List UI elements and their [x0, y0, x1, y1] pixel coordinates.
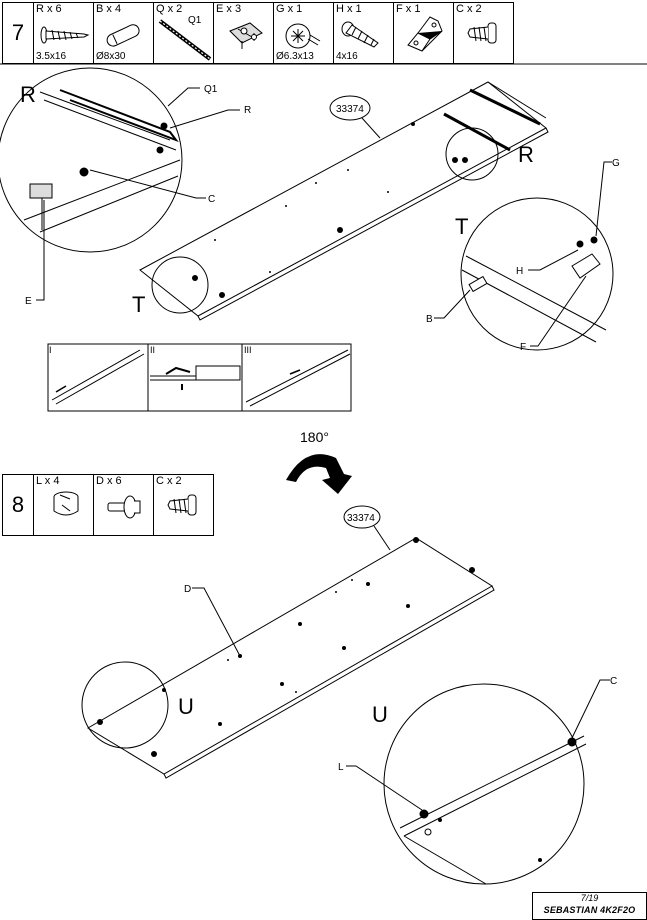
detail-circle-t [460, 197, 614, 351]
part-size: Ø8x30 [96, 51, 126, 62]
cam-lock-icon [53, 491, 79, 516]
part-label: C x 2 [456, 3, 482, 15]
callout-e: E [25, 296, 32, 307]
part-cell-d: D x 6 [93, 474, 154, 536]
sub-steps-strip [47, 343, 352, 412]
detail-u-label: U [372, 702, 388, 727]
rails-top [443, 88, 541, 152]
connector-bolt-icon [107, 495, 141, 519]
part-label: F x 1 [396, 3, 421, 15]
part-size: 3.5x16 [36, 51, 67, 62]
bracket-icon [407, 16, 443, 52]
part-label: D x 6 [96, 475, 122, 487]
detail-marker-t [151, 256, 209, 314]
pin-screw-icon [167, 494, 197, 516]
panel-code-label: 33374 [347, 513, 375, 524]
hinge-plate-icon [229, 22, 263, 49]
screw-head-icon [285, 23, 321, 49]
part-label: R x 6 [36, 3, 62, 15]
wood-screw-icon [40, 26, 90, 44]
callout-g: G [612, 158, 620, 169]
panel-bottom-holes [97, 537, 475, 757]
detail-r-callouts [36, 87, 240, 301]
detail-circle-u [383, 683, 585, 885]
part-label: Q x 2 [156, 3, 183, 15]
detail-r-content [23, 89, 181, 233]
callout-r: R [244, 105, 251, 116]
sub-step-ii: II [150, 345, 155, 355]
detail-circle-r [0, 67, 183, 253]
pin-screw-icon [467, 22, 497, 44]
detail-t-label-small: T [132, 292, 145, 317]
part-cell-e: E x 3 [213, 2, 274, 64]
detail-u-callouts [346, 679, 610, 811]
part-cell-l: L x 4 [33, 474, 94, 536]
sub-step-i: I [49, 345, 52, 355]
part-label: L x 4 [36, 475, 60, 487]
detail-u-label-small: U [178, 694, 194, 719]
callout-b: B [426, 314, 433, 325]
panel-code-label: 33374 [336, 104, 364, 115]
part-label: C x 2 [156, 475, 182, 487]
detail-t-label: T [455, 214, 468, 239]
part-cell-f: F x 1 [393, 2, 454, 64]
part-label: G x 1 [276, 3, 303, 15]
callout-d: D [184, 584, 191, 595]
callout-d-line [192, 587, 241, 657]
step-7-parts-table: 7 R x 6 3.5x16 B x 4 Ø8x30 Q x 2 Q1 [2, 2, 514, 64]
callout-f: F [520, 342, 526, 353]
step-number: 7 [2, 2, 34, 64]
part-label: H x 1 [336, 3, 362, 15]
page-number: 7/19 [580, 893, 599, 903]
panel-code-bubble [329, 95, 371, 121]
part-cell-r: R x 6 3.5x16 [33, 2, 94, 64]
part-size: Ø6.3x13 [276, 51, 314, 62]
step-8-parts-table: 8 L x 4 D x 6 C x 2 [2, 474, 214, 536]
page-footer: 7/19 SEBASTIAN 4K2F2O [532, 892, 647, 920]
part-size: 4x16 [336, 51, 358, 62]
part-extra-label: Q1 [188, 15, 202, 26]
part-cell-q: Q x 2 Q1 [153, 2, 214, 64]
part-cell-h: H x 1 4x16 [333, 2, 394, 64]
callout-c: C [208, 194, 215, 205]
sub-step-iii: III [244, 345, 252, 355]
detail-u-content [399, 735, 587, 885]
rotate-label: 180° [300, 429, 329, 445]
part-cell-b: B x 4 Ø8x30 [93, 2, 154, 64]
panel-bottom [87, 537, 495, 779]
detail-t-callouts [434, 161, 612, 347]
detail-marker-u [81, 661, 169, 749]
callout-c: C [610, 676, 617, 687]
callout-h: H [516, 266, 523, 277]
metal-rail-icon [158, 19, 212, 61]
part-cell-g: G x 1 Ø6.3x13 [273, 2, 334, 64]
part-label: E x 3 [216, 3, 242, 15]
model-name: SEBASTIAN 4K2F2O [543, 905, 636, 915]
panel-code-bubble [343, 505, 381, 529]
detail-r-label-small: R [518, 142, 534, 167]
part-cell-c: C x 2 [153, 474, 214, 536]
detail-t-content [461, 236, 607, 343]
detail-marker-r [445, 127, 499, 181]
detail-r-label: R [20, 82, 36, 107]
callout-l: L [338, 762, 344, 773]
panel-top-holes [192, 122, 468, 298]
callout-q1: Q1 [204, 84, 218, 95]
panel-top [139, 81, 549, 321]
rotate-arrow-icon [286, 454, 352, 494]
dowel-icon [106, 24, 140, 47]
part-label: B x 4 [96, 3, 122, 15]
short-screw-icon [341, 21, 379, 48]
part-cell-c: C x 2 [453, 2, 514, 64]
